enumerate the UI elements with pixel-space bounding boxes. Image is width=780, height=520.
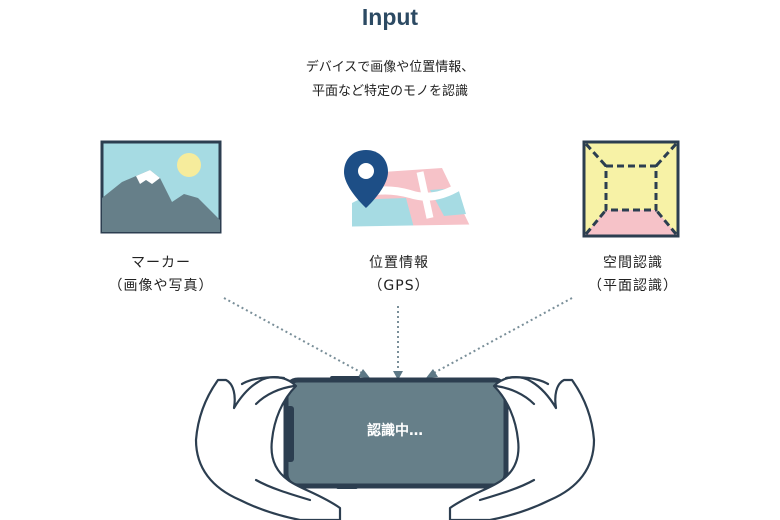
- arrow-space-head: [426, 369, 438, 378]
- left-finger-2: [254, 384, 296, 406]
- label-location-sub: （GPS）: [368, 278, 430, 294]
- description-line-2: 平面など特定のモノを認識: [311, 84, 468, 99]
- phone-camera: [286, 406, 294, 462]
- phone-illustration: [194, 376, 596, 520]
- map-pin-icon: [343, 150, 471, 230]
- arrow-marker-head: [358, 369, 370, 378]
- image-icon: [100, 140, 222, 234]
- left-hand: [194, 376, 342, 520]
- right-finger-2: [494, 384, 536, 406]
- arrow-marker-line: [223, 297, 365, 375]
- label-marker-name: マーカー: [131, 255, 191, 271]
- space-cube-icon: [582, 140, 680, 238]
- label-location: 位置情報 （GPS）: [318, 252, 480, 298]
- left-finger-1: [240, 376, 286, 386]
- description-line-1: デバイスで画像や位置情報、: [305, 60, 475, 75]
- phone-screen-text: 認識中…: [367, 423, 423, 439]
- label-space: 空間認識 （平面認識）: [552, 252, 714, 298]
- label-marker-sub: （画像や写真）: [108, 278, 214, 294]
- arrow-space-line: [431, 297, 573, 375]
- label-location-name: 位置情報: [369, 255, 429, 271]
- label-space-sub: （平面認識）: [588, 278, 678, 294]
- diagram-title: Input: [361, 4, 419, 30]
- right-finger-3: [478, 478, 536, 502]
- arrow-location-head: [393, 371, 403, 380]
- description: デバイスで画像や位置情報、 平面など特定のモノを認識: [0, 56, 780, 104]
- label-marker: マーカー （画像や写真）: [80, 252, 242, 298]
- left-finger-3: [254, 478, 312, 502]
- right-hand: [448, 376, 596, 520]
- right-finger-1: [504, 376, 550, 386]
- label-space-name: 空間認識: [603, 255, 663, 271]
